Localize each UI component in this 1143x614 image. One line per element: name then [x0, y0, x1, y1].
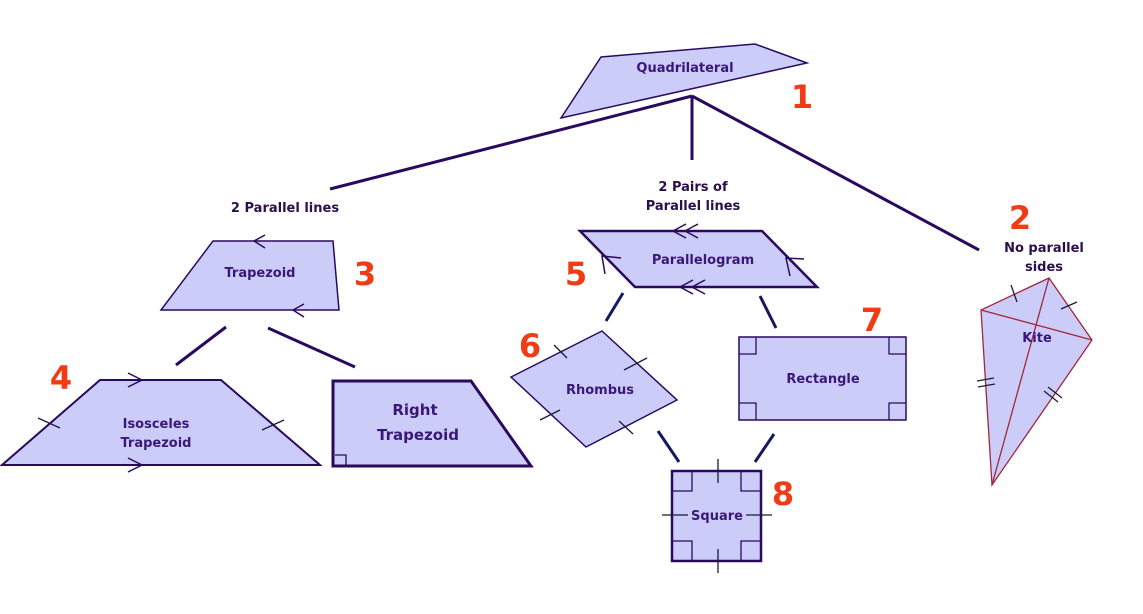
isosceles-tick-right — [261, 419, 285, 431]
rhombus-tick-top-left — [553, 344, 568, 359]
parallelogram-shape — [577, 229, 820, 289]
square-corner-top-right — [740, 471, 761, 492]
square-corner-bottom-left — [672, 540, 693, 561]
rhombus-tick-bottom-right — [618, 420, 634, 435]
connector-rectangle-to-square — [753, 433, 776, 463]
kite-tick-right-1 — [1043, 390, 1059, 403]
node-parallelogram: Parallelogram 5 — [565, 223, 820, 295]
branch-label-2-parallel-lines: 2 Parallel lines — [231, 201, 339, 216]
isosceles-trapezoid-label-line2: Trapezoid — [120, 436, 191, 451]
parallelogram-arrow-right — [785, 257, 805, 277]
isosceles-trapezoid-shape — [0, 379, 323, 466]
parallelogram-arrow-top-1 — [671, 223, 687, 239]
branch-label-no-parallel-line2: sides — [1025, 260, 1063, 275]
right-trapezoid-shape — [331, 379, 534, 468]
branch-label-2-pairs-line2: Parallel lines — [646, 199, 741, 214]
parallelogram-arrow-bottom-2 — [690, 279, 706, 295]
rectangle-label: Rectangle — [786, 372, 860, 387]
connector-trapezoid-to-right — [267, 326, 356, 369]
kite-tick-right-2 — [1047, 386, 1063, 399]
connector-quadrilateral-to-trapezoid — [329, 94, 693, 191]
connector-parallelogram-to-rectangle — [758, 295, 778, 329]
number-5: 5 — [565, 255, 587, 293]
number-8: 8 — [772, 475, 794, 513]
parallelogram-arrow-top-2 — [683, 223, 699, 239]
kite-label: Kite — [1022, 331, 1052, 346]
right-angle-marker — [335, 454, 347, 466]
kite-tick-left-1 — [976, 377, 995, 382]
parallelogram-arrow-bottom-1 — [678, 279, 694, 295]
kite-tick-top-right — [1060, 301, 1078, 310]
connector-parallelogram-to-rhombus — [604, 292, 625, 322]
node-kite: 2 Kite — [976, 199, 1093, 487]
square-corner-top-left — [672, 471, 693, 492]
rhombus-shape — [509, 330, 679, 448]
branch-label-no-parallel-line1: No parallel — [1004, 241, 1084, 256]
square-label: Square — [691, 509, 743, 524]
rectangle-shape — [738, 336, 907, 421]
number-4: 4 — [50, 359, 72, 397]
right-trapezoid-label-line2: Trapezoid — [377, 426, 459, 444]
kite-shape — [980, 277, 1093, 487]
node-rhombus: 6 Rhombus — [509, 327, 679, 448]
node-trapezoid: Trapezoid 3 — [159, 234, 376, 318]
isosceles-parallel-arrow-top — [127, 372, 144, 388]
kite-tick-left-2 — [977, 383, 996, 388]
node-rectangle: 7 Rectangle — [738, 301, 907, 421]
rectangle-corner-bottom-right — [888, 402, 906, 420]
rhombus-tick-bottom-left — [539, 409, 561, 421]
right-trapezoid-label-line1: Right — [392, 401, 437, 419]
connector-trapezoid-to-isosceles — [175, 325, 227, 367]
parallelogram-arrow-left — [601, 255, 622, 275]
connector-rhombus-to-square — [656, 430, 681, 463]
rectangle-corner-top-right — [888, 337, 906, 355]
node-right-trapezoid: Right Trapezoid — [331, 379, 534, 468]
node-square: Square 8 — [662, 459, 794, 573]
node-quadrilateral: Quadrilateral 1 — [559, 43, 813, 120]
number-1: 1 — [791, 78, 813, 116]
quadrilateral-shape — [559, 43, 810, 120]
rhombus-tick-top-right — [623, 357, 648, 371]
quadrilateral-label: Quadrilateral — [636, 61, 733, 76]
isosceles-parallel-arrow-bottom — [127, 457, 144, 473]
trapezoid-shape — [159, 240, 340, 311]
trapezoid-label: Trapezoid — [224, 266, 295, 281]
rhombus-label: Rhombus — [566, 383, 634, 398]
kite-diagonal-vertical — [991, 277, 1050, 486]
rectangle-corner-top-left — [739, 337, 757, 355]
isosceles-tick-left — [37, 417, 61, 429]
connectors — [175, 94, 980, 463]
square-corner-bottom-right — [740, 540, 761, 561]
kite-tick-top-left — [1010, 284, 1018, 303]
connector-quadrilateral-to-kite — [691, 94, 980, 252]
square-shape — [670, 469, 763, 563]
number-7: 7 — [861, 301, 883, 339]
isosceles-trapezoid-label-line1: Isosceles — [123, 417, 190, 432]
parallelogram-label: Parallelogram — [652, 253, 754, 268]
node-isosceles-trapezoid: 4 Isosceles Trapezoid — [0, 359, 323, 473]
number-3: 3 — [354, 255, 376, 293]
trapezoid-parallel-arrow-bottom — [291, 303, 305, 318]
rectangle-corner-bottom-left — [739, 402, 757, 420]
number-2: 2 — [1009, 199, 1031, 237]
branch-label-2-pairs-line1: 2 Pairs of — [658, 180, 728, 195]
number-6: 6 — [519, 327, 541, 365]
trapezoid-parallel-arrow-top — [252, 234, 266, 249]
